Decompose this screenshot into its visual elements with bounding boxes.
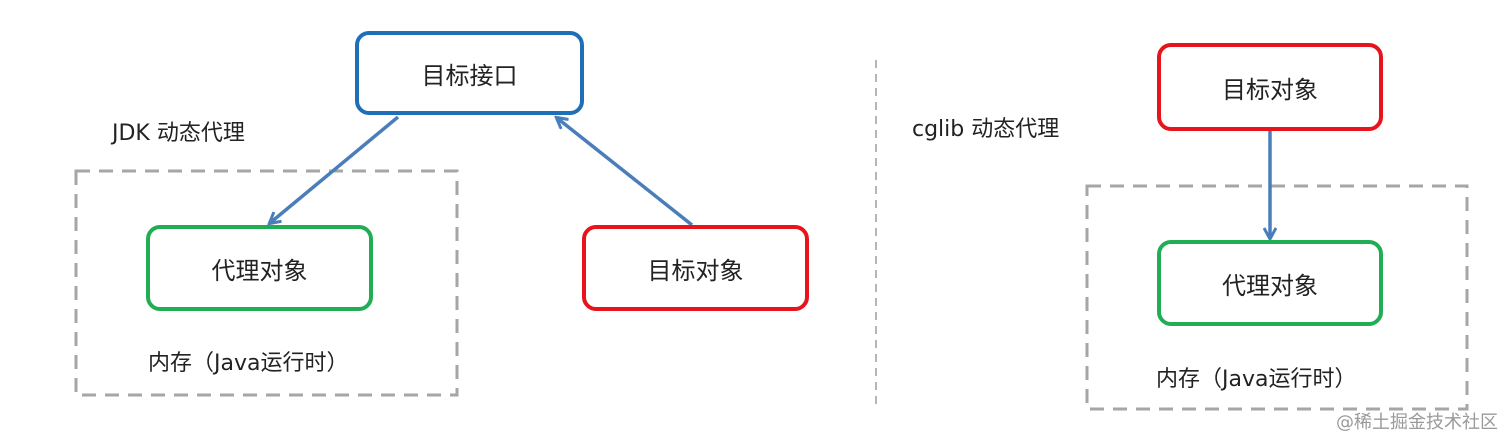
cglib-memory-label: 内存（Java运行时） xyxy=(1156,367,1357,392)
jdk-target-object-box: 目标对象 xyxy=(582,225,809,311)
watermark-text: @稀土掘金技术社区 xyxy=(1336,412,1498,433)
jdk-section-title: JDK 动态代理 xyxy=(112,121,245,146)
jdk-memory-label: 内存（Java运行时） xyxy=(148,351,349,376)
cglib-section-title: cglib 动态代理 xyxy=(912,117,1060,142)
jdk-interface-box: 目标接口 xyxy=(355,31,584,115)
jdk-proxy-object-box: 代理对象 xyxy=(146,225,373,311)
cglib-memory-region xyxy=(1085,184,1469,411)
jdk-memory-region xyxy=(74,169,459,397)
arrow-interface-to-proxy xyxy=(270,115,400,223)
arrow-target-to-interface xyxy=(557,118,694,227)
cglib-proxy-object-box: 代理对象 xyxy=(1157,240,1383,326)
cglib-target-object-box: 目标对象 xyxy=(1157,43,1383,131)
